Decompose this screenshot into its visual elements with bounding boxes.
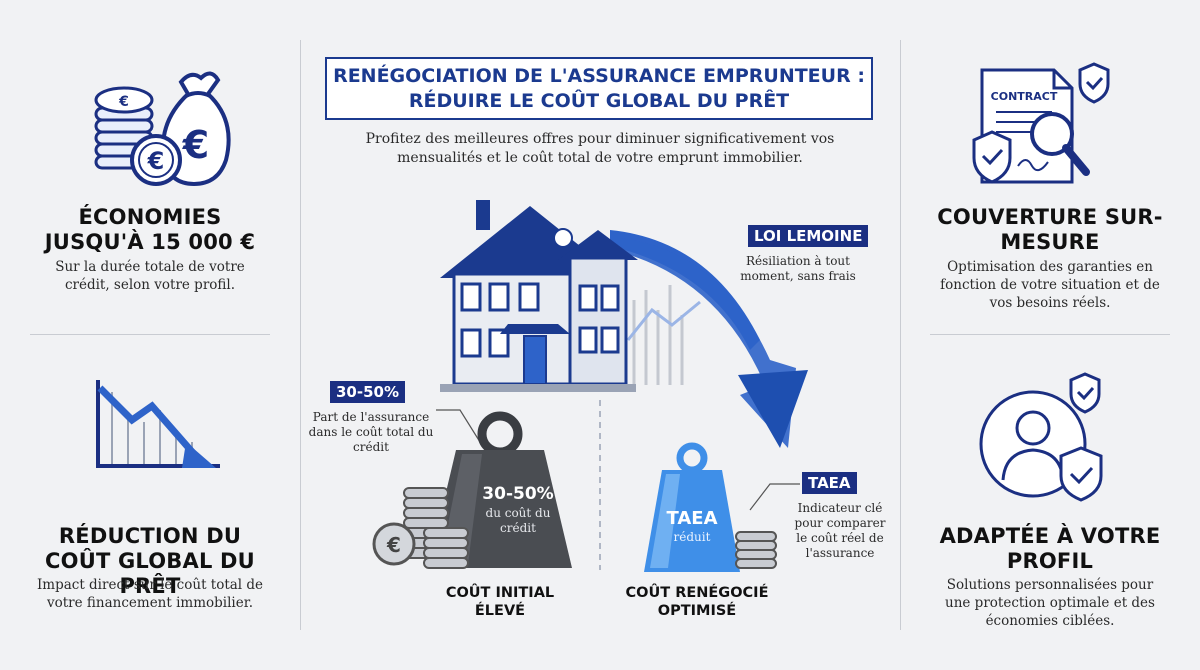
share-tag: 30-50%	[330, 381, 406, 403]
loi-lemoine-tag: Loi Lemoine	[748, 225, 869, 247]
profile-text: Solutions personnalisées pour une protec…	[945, 577, 1155, 629]
page-title: Renégociation de l'assurance emprunteur …	[333, 64, 865, 112]
heavy-weight-value: 30-50%	[482, 484, 554, 504]
light-weight-illustration	[640, 442, 790, 576]
contract-icon-label: CONTRACT	[991, 90, 1058, 103]
heavy-weight-sub: du coût du crédit	[485, 506, 551, 535]
divider-right-mid	[930, 334, 1170, 335]
money-bag-icon: € € €	[86, 60, 236, 190]
savings-text: Sur la durée totale de votre crédit, sel…	[55, 259, 245, 293]
svg-text:€: €	[147, 147, 165, 175]
light-weight-sub: réduit	[673, 530, 711, 544]
title-box: Renégociation de l'assurance emprunteur …	[325, 57, 873, 120]
svg-text:€: €	[118, 94, 129, 110]
light-weight-value: TAEA	[666, 508, 718, 529]
divider-left-mid	[30, 334, 270, 335]
coverage-text: Optimisation des garanties en fonction d…	[940, 259, 1160, 311]
reduction-heading: Réduction du coût global du prêt	[45, 524, 255, 598]
user-shield-icon	[975, 372, 1115, 502]
svg-text:€: €	[386, 533, 401, 557]
house-arrow-illustration	[420, 190, 820, 454]
svg-text:€: €	[182, 123, 209, 167]
contract-icon: CONTRACT	[968, 62, 1118, 192]
page-subtitle: Profitez des meilleures offres pour dimi…	[365, 131, 835, 166]
reduction-text: Impact direct sur le coût total de votre…	[36, 577, 264, 611]
profile-heading: Adaptée à votre profil	[939, 524, 1161, 573]
chart-down-icon	[90, 372, 230, 482]
coverage-heading: Couverture sur-mesure	[937, 205, 1163, 254]
initial-cost-caption: Coût initial élevé	[445, 585, 555, 619]
taea-tag: TAEA	[802, 472, 857, 494]
taea-text: Indicateur clé pour comparer le coût rée…	[794, 501, 886, 560]
loi-lemoine-text: Résiliation à tout moment, sans frais	[740, 254, 856, 283]
heavy-weight-illustration: €	[370, 408, 580, 582]
savings-heading: Économies jusqu'à 15 000 €	[44, 205, 256, 254]
renegotiated-cost-caption: Coût renégocié optimisé	[625, 585, 769, 619]
connector-lines	[436, 400, 800, 570]
divider-left	[300, 40, 301, 630]
share-text: Part de l'assurance dans le coût total d…	[308, 410, 434, 454]
divider-right	[900, 40, 901, 630]
